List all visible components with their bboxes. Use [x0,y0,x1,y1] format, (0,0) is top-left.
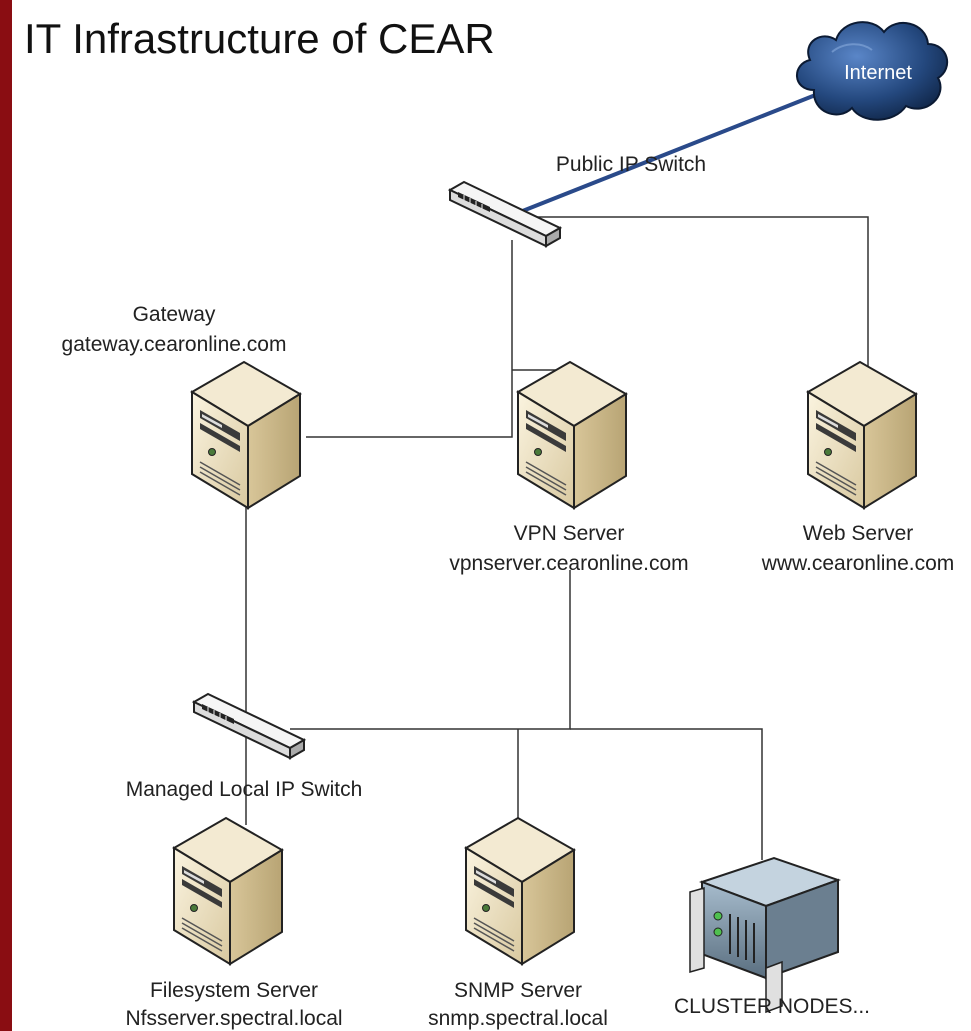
link-internet-uplink [519,92,819,214]
filesystem-server-host: Nfsserver.spectral.local [125,1007,343,1030]
local-switch-label: Managed Local IP Switch [125,778,363,801]
link-localswitch-cluster [570,728,763,860]
web-server-host: www.cearonline.com [761,552,955,575]
network-switch-icon[interactable] [193,693,305,759]
filesystem-server-label: Filesystem Server [149,979,319,1002]
link-vpn-localswitch [290,570,571,730]
gateway-host: gateway.cearonline.com [61,333,287,356]
vpn-server-label: VPN Server [513,522,625,545]
gateway-label: Gateway [132,303,216,326]
tower-server-icon[interactable] [173,817,283,965]
snmp-server-host: snmp.spectral.local [428,1007,608,1030]
public-switch-label: Public IP Switch [555,153,707,176]
cluster-label: CLUSTER NODES... [673,995,871,1018]
rack-server-icon[interactable] [689,856,842,1014]
network-switch-icon[interactable] [449,181,561,247]
cloud-icon[interactable] [796,21,949,121]
page-title: IT Infrastructure of CEAR [24,15,495,62]
tower-server-icon[interactable] [807,361,917,509]
connection-lines [245,216,869,860]
link-switch-webserver [532,216,869,380]
slide-canvas: Internet IT Infrastructure of CEAR Publi… [12,0,971,1031]
tower-server-icon[interactable] [465,817,575,965]
internet-label: Internet [844,62,912,84]
network-diagram: Internet [173,21,949,1014]
vpn-server-host: vpnserver.cearonline.com [449,552,689,575]
tower-server-icon[interactable] [517,361,627,509]
tower-server-icon[interactable] [191,361,301,509]
snmp-server-label: SNMP Server [454,979,582,1002]
link-switch-vpn-gateway [306,240,513,438]
web-server-label: Web Server [802,522,914,545]
